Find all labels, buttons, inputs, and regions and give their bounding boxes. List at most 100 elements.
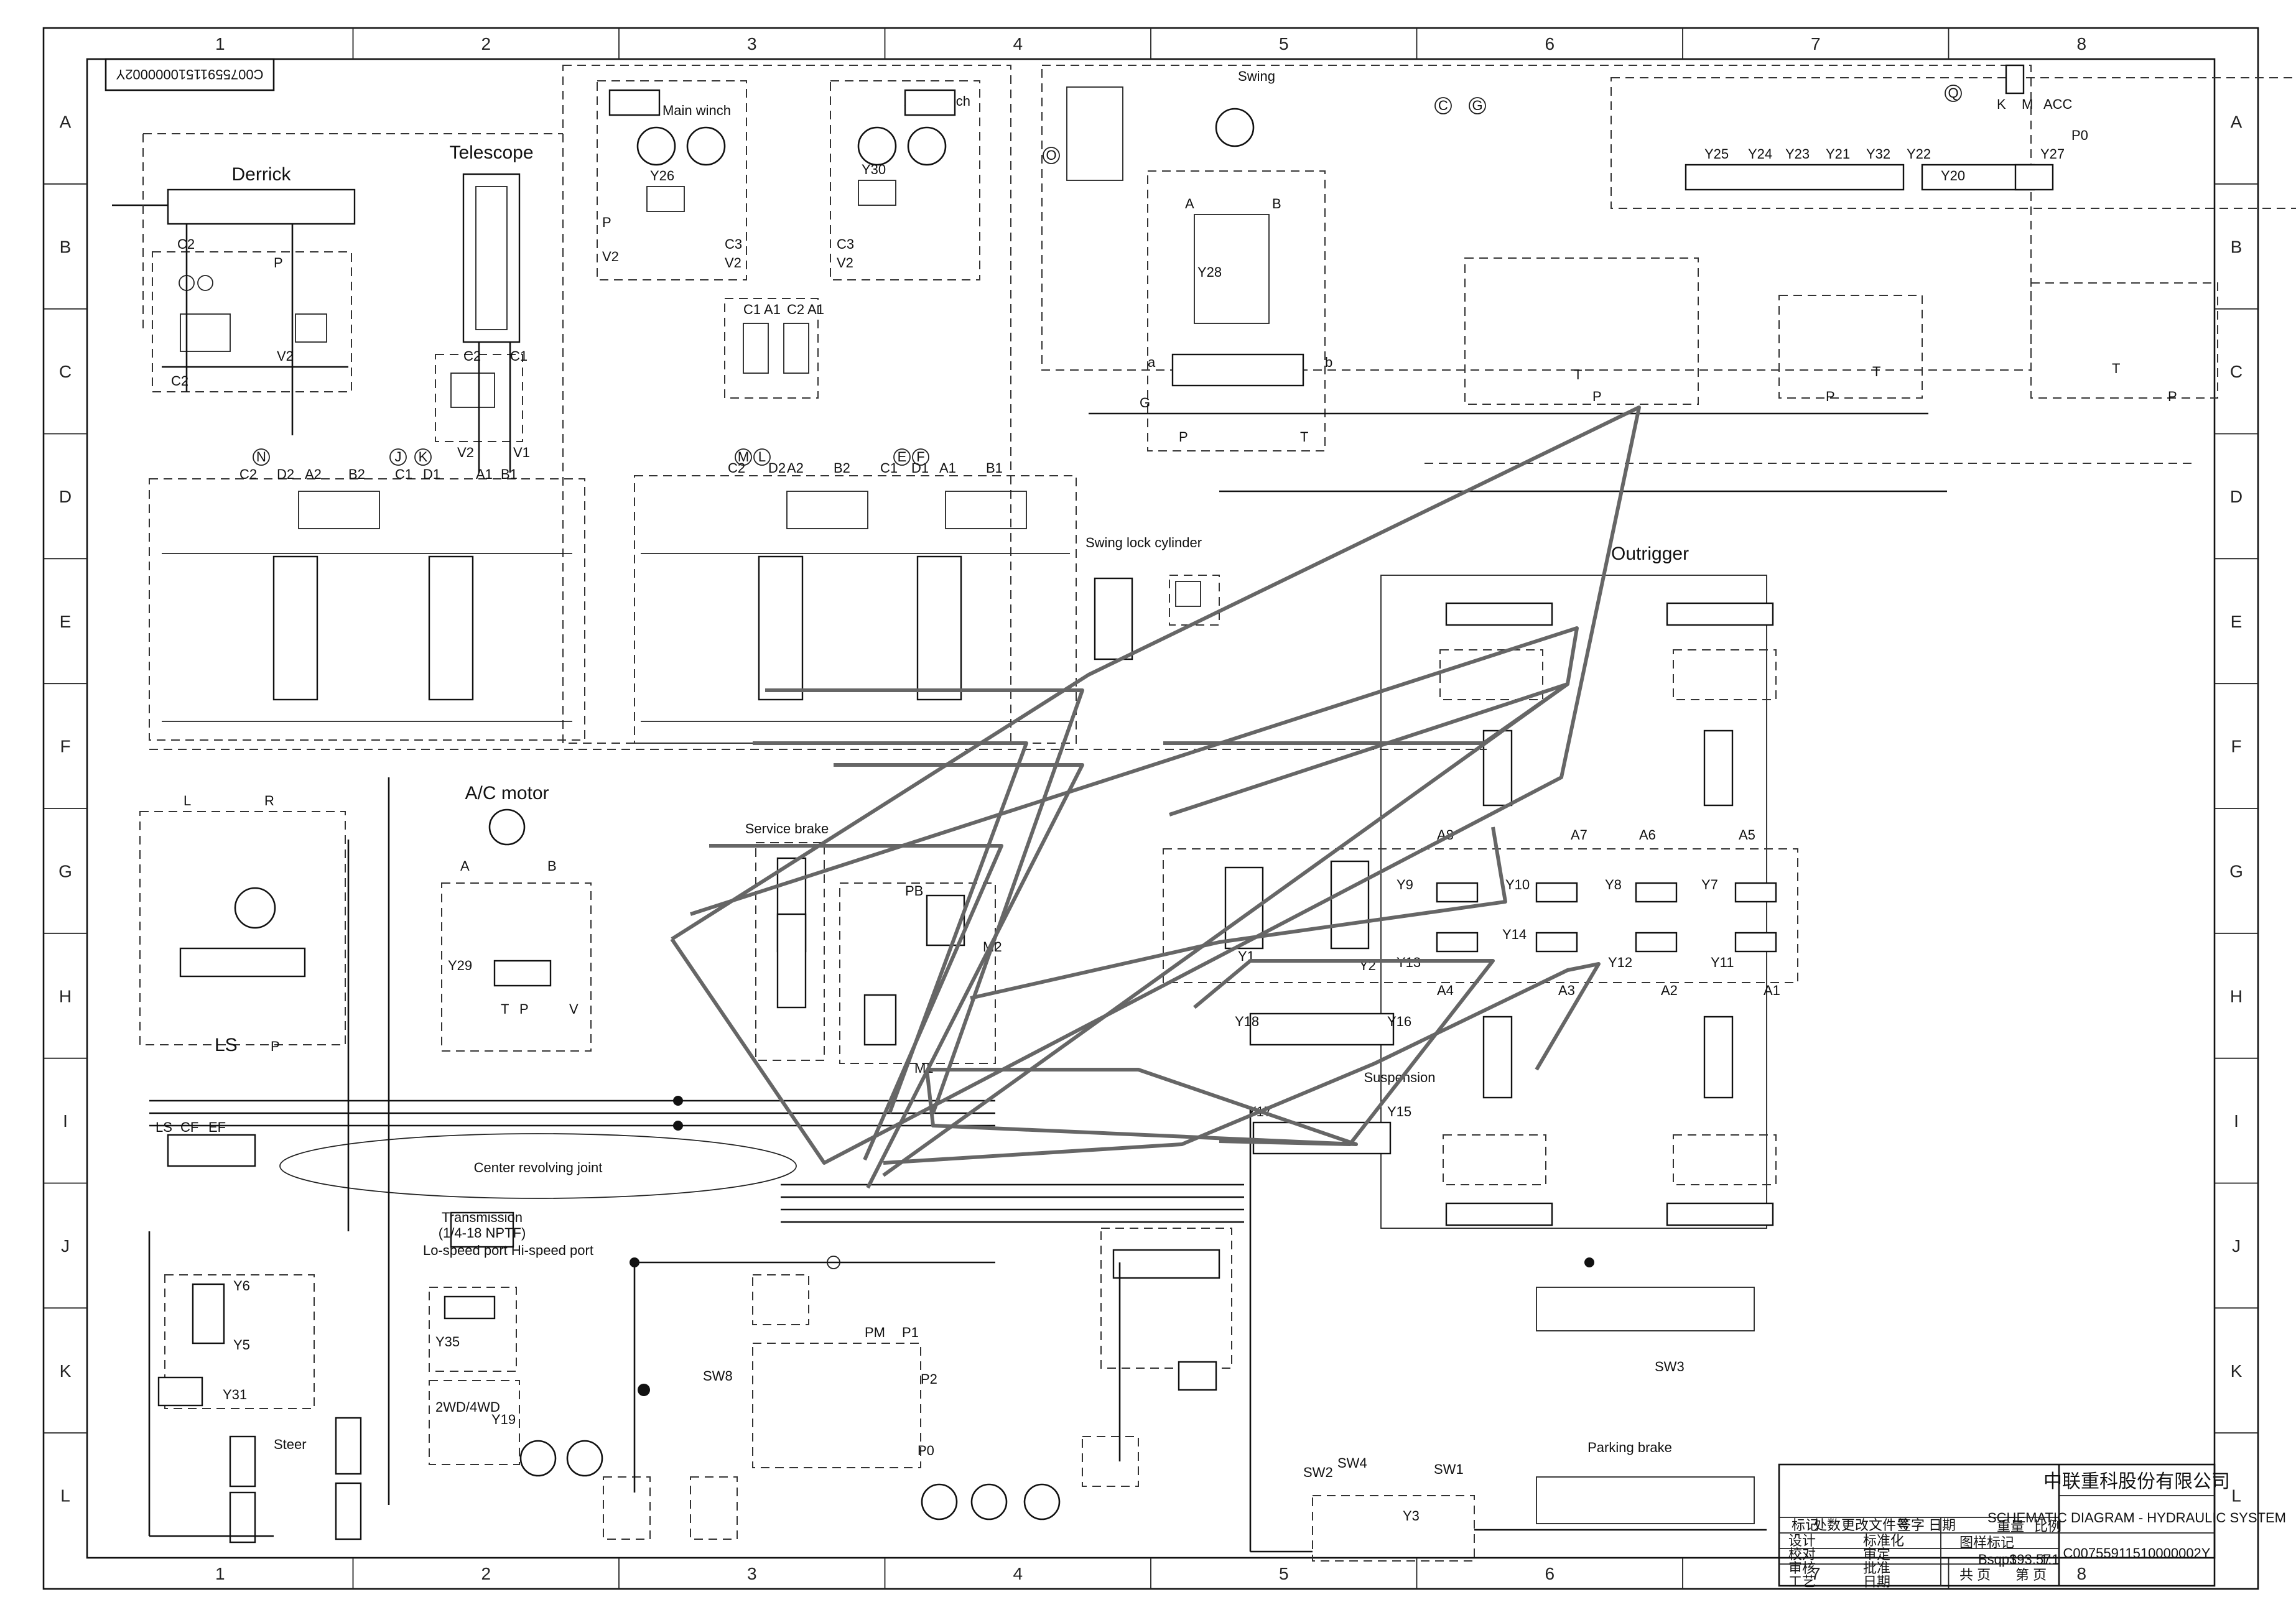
scale-value: 1:1 [2040, 1552, 2060, 1567]
pump-3 [921, 1483, 958, 1520]
rotated-code: C00755911510000002Y [116, 67, 263, 82]
svg-text:A1: A1 [476, 466, 493, 482]
svg-text:CF: CF [180, 1119, 198, 1135]
grid-col-bottom: 1 [215, 1564, 225, 1583]
svg-text:Y18: Y18 [1235, 1014, 1259, 1029]
svg-text:R: R [264, 793, 274, 808]
grid-row-left: A [60, 112, 72, 131]
tb-role: 工艺 [1788, 1574, 1816, 1590]
grid-row-right: F [2231, 737, 2241, 756]
grid-row-right: J [2232, 1236, 2241, 1256]
main-winch-spool [758, 555, 804, 701]
grid-col-bottom: 2 [481, 1564, 491, 1583]
drive-mode-label: 2WD/4WD [435, 1399, 500, 1415]
service-brake-label: Service brake [745, 821, 829, 836]
stage-label: 图样标记 [1959, 1535, 2014, 1550]
svg-text:C3: C3 [725, 236, 742, 252]
svg-text:Q: Q [1948, 85, 1958, 101]
marker-L: L [753, 448, 771, 466]
drawing-title: SCHEMATIC DIAGRAM - HYDRAULIC SYSTEM [1987, 1510, 2286, 1525]
tb-role: 审核 [1788, 1560, 1816, 1576]
marker-Q: Q [1945, 85, 1962, 102]
sheets-total: 共 页 [1959, 1567, 1991, 1583]
telescope-cylinder [462, 173, 521, 343]
grid-row-right: G [2229, 861, 2243, 881]
grid-row-right: A [2231, 112, 2243, 131]
svg-text:T: T [501, 1001, 509, 1017]
svg-text:V1: V1 [513, 445, 530, 460]
svg-text:Y14: Y14 [1502, 927, 1527, 942]
svg-text:P0: P0 [2071, 127, 2088, 143]
svg-text:Y3: Y3 [1403, 1508, 1420, 1524]
grid-row-right: I [2234, 1111, 2239, 1131]
pump-left [519, 1440, 557, 1477]
marker-N: N [253, 448, 270, 466]
svg-text:Y29: Y29 [448, 958, 472, 973]
svg-text:C2: C2 [463, 348, 481, 364]
center-revolving-joint [279, 1133, 797, 1199]
tb-role-approval: 批准 [1863, 1560, 1890, 1576]
center-joint-label: Center revolving joint [474, 1160, 603, 1175]
svg-text:D2: D2 [768, 460, 786, 476]
grid-col-bottom: 8 [2076, 1564, 2086, 1583]
svg-text:Y10: Y10 [1505, 877, 1530, 892]
svg-text:Y32: Y32 [1866, 146, 1890, 162]
svg-text:Y23: Y23 [1785, 146, 1810, 162]
svg-text:V2: V2 [457, 445, 474, 460]
outrigger-valve-block [1163, 848, 1798, 983]
svg-text:A1: A1 [1764, 983, 1780, 998]
svg-text:Y28: Y28 [1197, 264, 1222, 280]
svg-text:Y19: Y19 [491, 1412, 516, 1427]
svg-text:C2: C2 [239, 466, 257, 482]
svg-text:A: A [460, 858, 470, 874]
svg-text:ACC: ACC [2043, 96, 2073, 112]
grid-col-bottom: 5 [1279, 1564, 1289, 1583]
telescope-spool [428, 555, 474, 701]
svg-text:C1: C1 [395, 466, 412, 482]
company-name: 中联重科股份有限公司 [2043, 1471, 2230, 1492]
weight-label: 重量 [1997, 1519, 2024, 1534]
svg-text:Y6: Y6 [233, 1278, 250, 1294]
svg-text:Y22: Y22 [1907, 146, 1931, 162]
svg-text:A3: A3 [1558, 983, 1575, 998]
tb-role-approval: 标准化 [1863, 1533, 1904, 1548]
svg-text:Y31: Y31 [223, 1387, 247, 1402]
ac-motor-valve-block [441, 882, 592, 1052]
svg-text:Y11: Y11 [1711, 955, 1734, 970]
svg-text:C1: C1 [510, 348, 528, 364]
svg-text:V: V [569, 1001, 579, 1017]
marker-E: E [893, 448, 911, 466]
marker-O: O [1043, 147, 1060, 164]
svg-text:A2: A2 [1661, 983, 1678, 998]
swing-lock-cylinder [1094, 577, 1133, 660]
sw8-label: SW8 [703, 1368, 733, 1384]
svg-text:F: F [916, 449, 924, 465]
rotated-code-box: C00755911510000002Y [105, 58, 275, 91]
swing-valve-block [1147, 170, 1326, 451]
title-block-header: 标记处数更改文件号签字日期 [1792, 1517, 1956, 1533]
tb-role: 校对 [1788, 1547, 1816, 1562]
svg-text:C2 A1: C2 A1 [787, 302, 824, 317]
marker-F: F [912, 448, 929, 466]
svg-text:V2: V2 [277, 348, 294, 364]
pipe-network [142, 133, 2193, 1553]
junction-dots [630, 1096, 1594, 1396]
grid-row-left: I [63, 1111, 68, 1131]
svg-text:a: a [1148, 354, 1156, 370]
svg-text:K: K [1997, 96, 2006, 112]
svg-text:T: T [2112, 361, 2120, 376]
svg-text:B2: B2 [834, 460, 850, 476]
svg-text:Y20: Y20 [1941, 168, 1965, 183]
grid-row-right: B [2231, 237, 2243, 256]
svg-text:C1: C1 [880, 460, 898, 476]
svg-text:N: N [256, 449, 266, 465]
svg-text:SW2: SW2 [1303, 1465, 1333, 1480]
